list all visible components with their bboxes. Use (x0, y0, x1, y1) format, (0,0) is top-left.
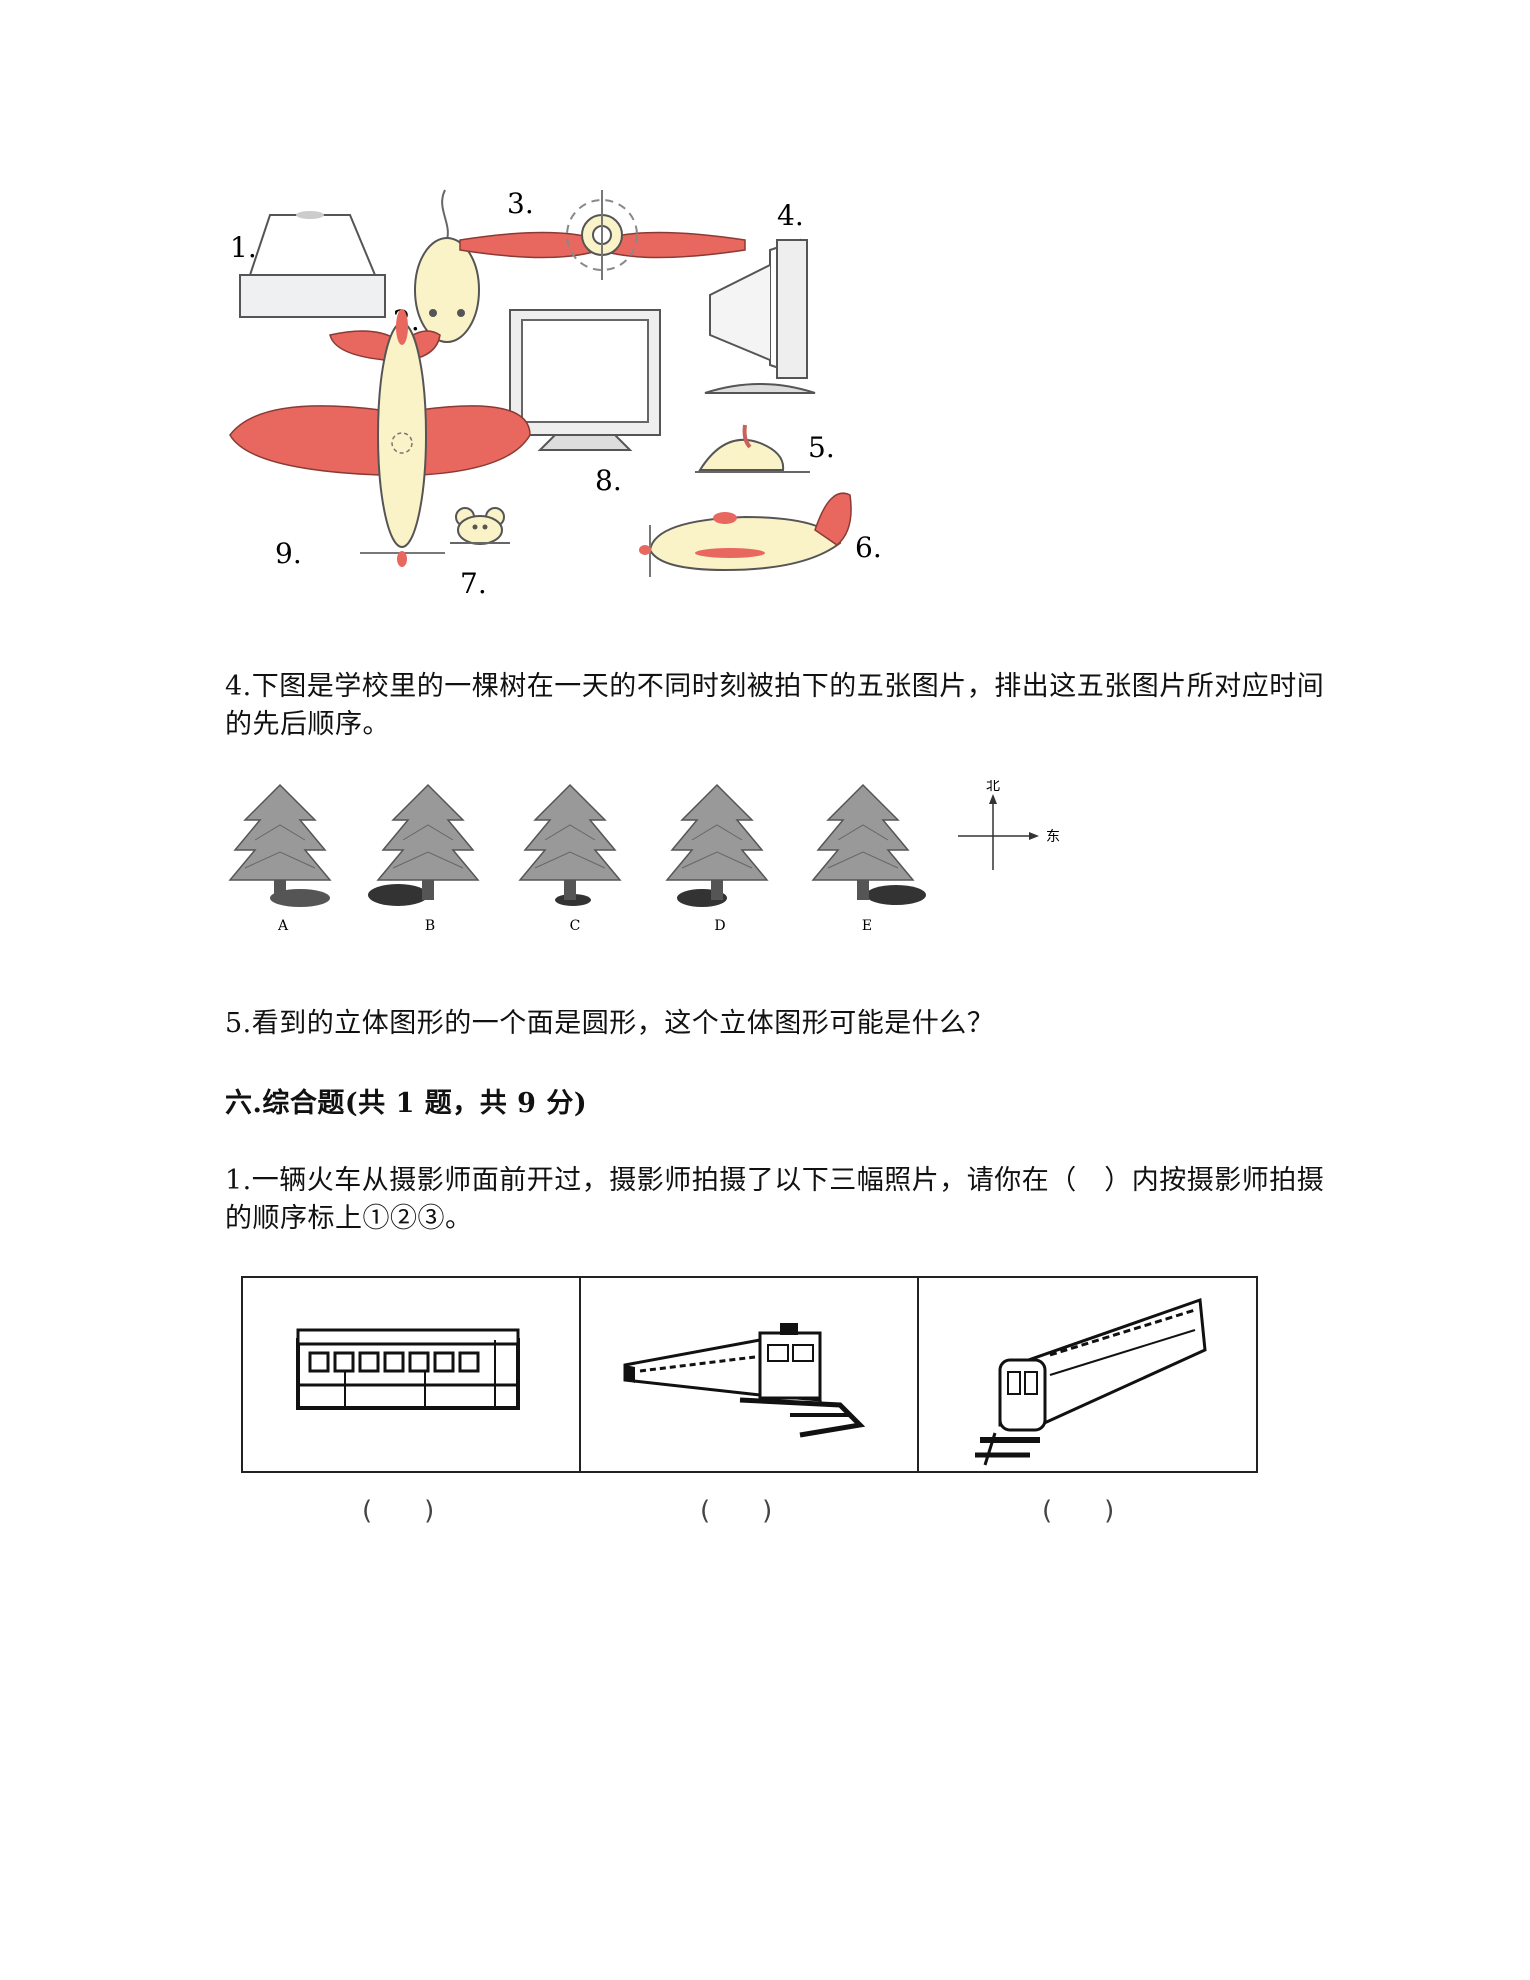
question-4: 4.下图是学校里的一棵树在一天的不同时刻被拍下的五张图片，排出这五张图片所对应时… (225, 671, 1325, 740)
monitor-front-image (509, 309, 661, 451)
tree-label-d: D (714, 918, 725, 934)
question-6-1: 1.一辆火车从摄影师面前开过，摄影师拍摄了以下三幅照片，请你在（ ）内按摄影师拍… (225, 1165, 1325, 1234)
train-near-view (975, 1297, 1207, 1466)
label-5: 5. (808, 431, 835, 464)
tree-a (229, 784, 331, 907)
tree-b (368, 784, 479, 906)
tree-label-c: C (570, 918, 581, 934)
question-5: 5.看到的立体图形的一个面是圆形，这个立体图形可能是什么？ (225, 1008, 995, 1039)
label-1: 1. (230, 231, 257, 264)
tree-c (519, 784, 621, 906)
tree-d (666, 784, 768, 907)
tree-label-b: B (425, 918, 435, 934)
mouse-side-image (695, 424, 810, 473)
tree-e (812, 784, 926, 905)
tree-shadows-figure: A B C D E 北 东 (229, 780, 1060, 934)
mouse-top-image (414, 189, 480, 343)
compass-east: 东 (1046, 829, 1060, 845)
answer-paren-3[interactable]: ( ) (1042, 1496, 1115, 1526)
label-3: 3. (507, 187, 534, 220)
plane-top-image (229, 309, 531, 567)
compass-icon (958, 794, 1039, 870)
label-4: 4. (777, 199, 804, 232)
section-6-title: 六.综合题(共 1 题，共 9 分) (225, 1088, 588, 1119)
monitor-side-image (704, 238, 816, 394)
views-figure: 1. 2. 3. 4. 8. 5. (229, 187, 882, 600)
train-side-view (296, 1328, 520, 1410)
label-7: 7. (460, 567, 487, 600)
mouse-front-image (450, 507, 510, 545)
projector-image (239, 211, 386, 318)
plane-front-image (459, 190, 746, 280)
compass-north: 北 (986, 780, 1000, 794)
tree-label-a: A (277, 918, 289, 934)
trains-figure (241, 1276, 1258, 1473)
label-8: 8. (595, 464, 622, 497)
label-9: 9. (275, 537, 302, 570)
tree-label-e: E (862, 918, 872, 934)
train-far-view (623, 1323, 866, 1438)
answer-paren-2[interactable]: ( ) (700, 1496, 773, 1526)
plane-side-image (639, 492, 852, 577)
label-6: 6. (855, 531, 882, 564)
answer-paren-1[interactable]: ( ) (362, 1496, 435, 1526)
